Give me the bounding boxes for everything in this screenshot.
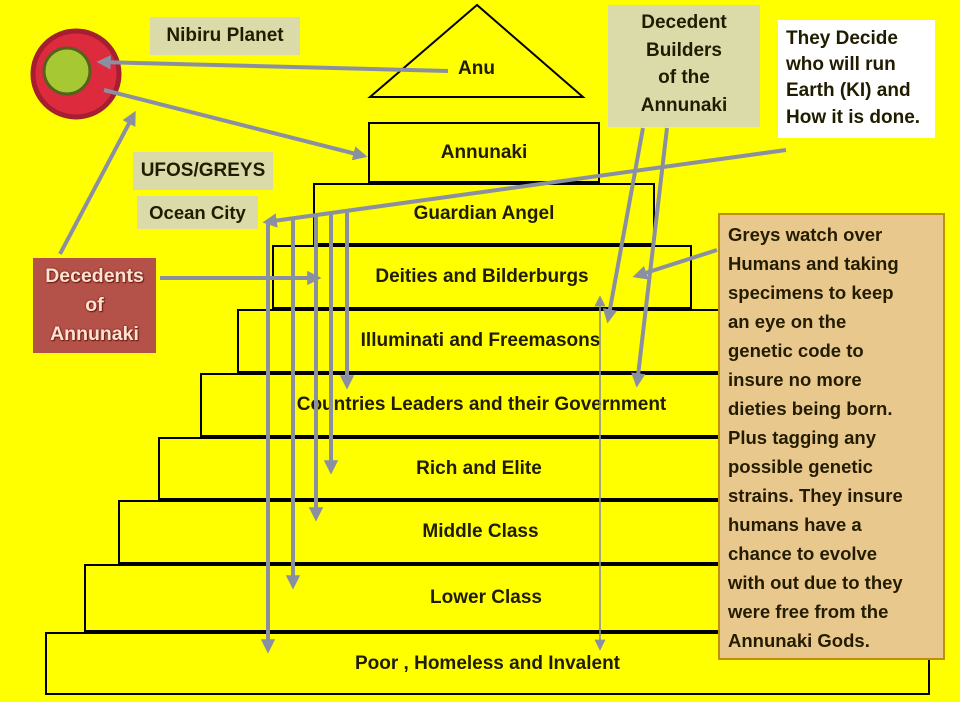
- pyramid-level-anu: Anu: [458, 58, 495, 79]
- arrow-planet-to-annunaki: [103, 88, 368, 161]
- greys-note-box: Greys watch over Humans and taking speci…: [718, 213, 945, 660]
- pyramid-level-annunaki: Annunaki: [368, 122, 600, 183]
- ocean-city-label: Ocean City: [137, 196, 258, 229]
- triangle-shape: [367, 3, 586, 98]
- arrow-decedents-to-planet: [58, 110, 136, 255]
- decedents-of-annunaki-box: Decedents of Annunaki: [33, 258, 156, 353]
- decedent-builders-box: Decedent Builders of the Annunaki: [608, 5, 760, 127]
- pyramid-level-deities: Deities and Bilderburgs: [272, 245, 692, 309]
- pyramid-level-poor: Poor , Homeless and Invalent: [45, 632, 930, 695]
- nibiru-planet-icon: [30, 28, 122, 120]
- planet-outer-ring: [30, 28, 122, 120]
- nibiru-planet-label: Nibiru Planet: [150, 17, 300, 55]
- bottom-margin: [0, 702, 960, 720]
- pyramid-level-rich-elite: Rich and Elite: [158, 437, 800, 500]
- pyramid-level-guardian-angel: Guardian Angel: [313, 183, 655, 245]
- pyramid-level-countries-leaders: Countries Leaders and their Government: [200, 373, 763, 437]
- pyramid-level-illuminati: Illuminati and Freemasons: [237, 309, 724, 373]
- ufos-greys-label: UFOS/GREYS: [133, 152, 273, 190]
- they-decide-box: They Decide who will run Earth (KI) and …: [778, 20, 935, 138]
- planet-inner-core: [42, 46, 92, 96]
- pyramid-apex-triangle: [367, 3, 586, 98]
